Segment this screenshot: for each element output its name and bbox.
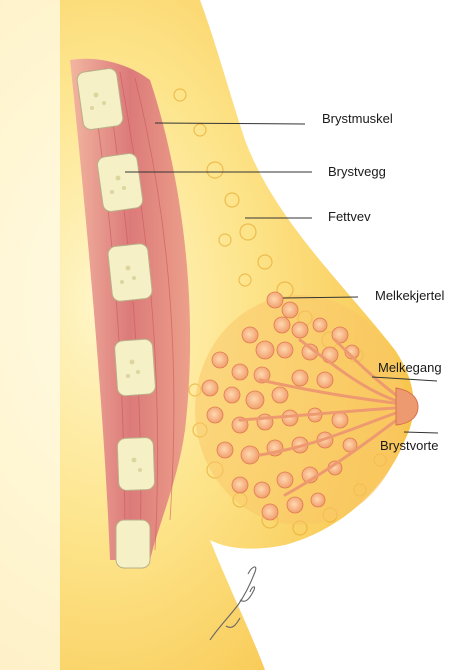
label-milk-duct: Melkegang: [378, 360, 442, 376]
label-chest-wall: Brystvegg: [328, 164, 386, 180]
label-chest-muscle: Brystmuskel: [322, 111, 393, 127]
label-nipple: Brystvorte: [380, 438, 439, 454]
label-mammary-gland: Melkekjertel: [375, 288, 444, 304]
label-fatty-tissue: Fettvev: [328, 209, 371, 225]
nipple: [396, 388, 418, 425]
